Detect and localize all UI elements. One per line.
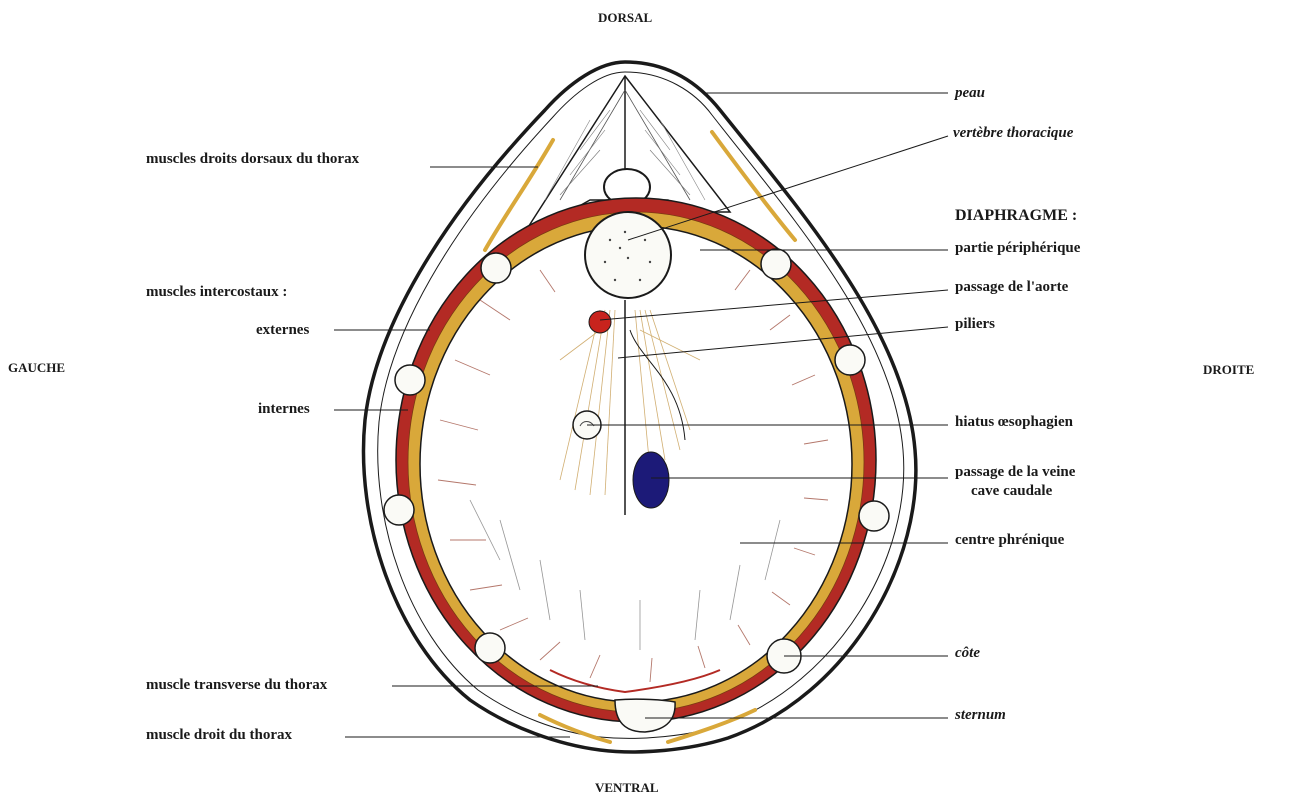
aorta [589,311,611,333]
label-intercostal-title: muscles intercostaux : [146,283,287,301]
label-phrenic-center: centre phrénique [955,531,1064,549]
label-transverse: muscle transverse du thorax [146,676,327,694]
label-peripheral: partie périphérique [955,239,1080,257]
rib [395,365,425,395]
label-rib: côte [955,644,980,662]
vena-cava [633,452,669,508]
label-vena-cava-1: passage de la veine [955,463,1075,481]
label-vena-cava-2: cave caudale [971,482,1052,500]
label-internal: internes [258,400,310,418]
orientation-bottom: VENTRAL [595,779,659,797]
orientation-top: DORSAL [598,9,652,27]
rib [481,253,511,283]
rib [859,501,889,531]
rib [475,633,505,663]
label-external: externes [256,321,309,339]
rib [384,495,414,525]
label-aorta: passage de l'aorte [955,278,1068,296]
label-sternum: sternum [955,706,1006,724]
vertebral-body [585,212,671,298]
label-dorsal-muscles: muscles droits dorsaux du thorax [146,150,359,168]
label-skin: peau [955,84,985,102]
orientation-left: GAUCHE [8,359,65,377]
label-pillars: piliers [955,315,995,333]
rib [761,249,791,279]
rib [835,345,865,375]
label-vertebra: vertèbre thoracique [953,124,1073,142]
orientation-right: DROITE [1203,361,1254,379]
label-esophageal: hiatus œsophagien [955,413,1073,431]
label-diaphragm-title: DIAPHRAGME : [955,207,1077,225]
label-rectus: muscle droit du thorax [146,726,292,744]
